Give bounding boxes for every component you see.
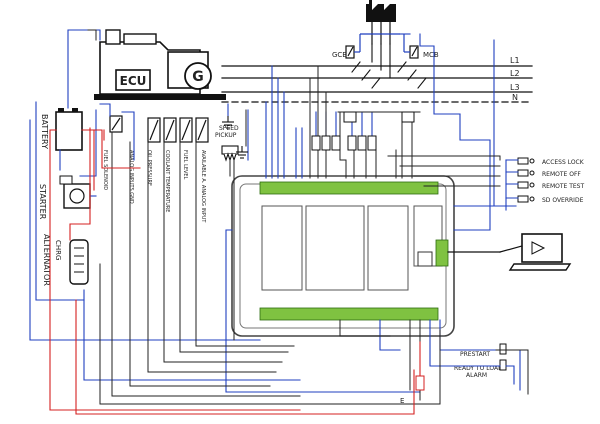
prestart-label: PRESTART	[460, 351, 490, 358]
alarm-label: ALARM	[466, 372, 487, 379]
mcb-label: MCB	[423, 51, 439, 59]
fuel-level-label: FUEL LEVEL	[182, 150, 188, 180]
alternator-icon	[69, 239, 89, 285]
starter-label: STARTER	[38, 184, 47, 220]
starter-icon	[59, 175, 91, 209]
alternator-label: ALTERNATOR	[42, 234, 51, 286]
battery-icon	[55, 108, 83, 151]
sensor-blocks	[147, 117, 209, 143]
sd-override-label: SD OVERRIDE	[542, 197, 584, 204]
pickup-label: PICKUP	[215, 132, 237, 139]
e-label: E	[400, 397, 404, 405]
fuse-icon	[415, 375, 425, 391]
fuel-solenoid-icon	[109, 115, 123, 133]
access-lock-label: ACCESS LOCK	[542, 159, 585, 166]
chrg-label: CHRG	[54, 240, 62, 260]
ready-to-load-label: READY TO LOAD	[454, 365, 503, 372]
line-l3-label: L3	[510, 83, 520, 92]
coolant-temperature-label: COOLANT TEMPERATURE	[164, 150, 170, 212]
ecu-label: ECU	[120, 74, 147, 88]
fuel-solenoid-label: FUEL SOLENOID	[102, 150, 108, 190]
available-analog-input-label: AVAILABLE A. ANALOG INPUT	[200, 150, 206, 223]
ground-icon	[222, 116, 248, 159]
battery-label: BATTERY	[40, 114, 49, 149]
line-l2-label: L2	[510, 69, 520, 78]
gcb-breaker	[345, 33, 400, 59]
oil-pressure-label: OIL PRESSURE	[146, 150, 152, 186]
remote-off-label: REMOTE OFF	[542, 171, 581, 178]
engine-generator: ECU G	[94, 29, 226, 100]
switch-inputs-group	[517, 157, 535, 203]
gcb-label: GCB	[332, 51, 347, 59]
remote-test-label: REMOTE TEST	[542, 183, 584, 190]
speed-pickup-icon	[221, 145, 239, 162]
output-relay-icons	[499, 343, 507, 371]
line-n-label: N	[512, 93, 518, 102]
line-l1-label: L1	[510, 56, 520, 65]
analog-gnd-label: ANALOG INPUTS GND	[128, 150, 134, 204]
mcb-breaker	[403, 34, 419, 59]
generator-label: G	[192, 69, 204, 85]
controller-module	[231, 175, 455, 337]
mains-factory-icon	[366, 0, 396, 22]
laptop-icon	[508, 233, 572, 271]
